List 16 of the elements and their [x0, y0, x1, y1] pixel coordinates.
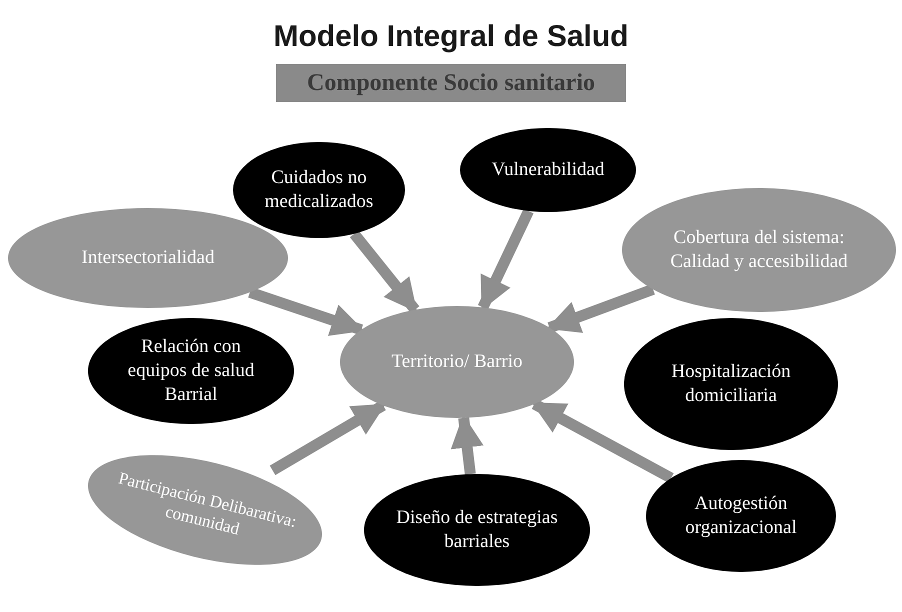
ellipse-node: Territorio/ Barrio [340, 306, 574, 418]
ellipse-node: Hospitalización domiciliaria [624, 318, 838, 450]
ellipse-node: Intersectorialidad [8, 208, 288, 308]
ellipse-node: Relación con equipos de salud Barrial [88, 318, 294, 424]
arrow [350, 230, 420, 314]
ellipse-node: Autogestión organizacional [646, 460, 836, 572]
diagram-title: Modelo Integral de Salud [272, 19, 630, 55]
arrow [270, 400, 386, 476]
ellipse-node: Cobertura del sistema: Calidad y accesibilidad [622, 188, 896, 312]
ellipse-node: Cuidados no medicalizados [233, 142, 405, 238]
arrow [546, 284, 655, 333]
arrow [478, 208, 534, 310]
heading-band: Componente Socio sanitario [276, 64, 626, 102]
ellipse-node: Diseño de estrategias barriales [364, 474, 590, 586]
ellipse-node: Vulnerabilidad [460, 128, 636, 212]
arrow [248, 287, 364, 336]
